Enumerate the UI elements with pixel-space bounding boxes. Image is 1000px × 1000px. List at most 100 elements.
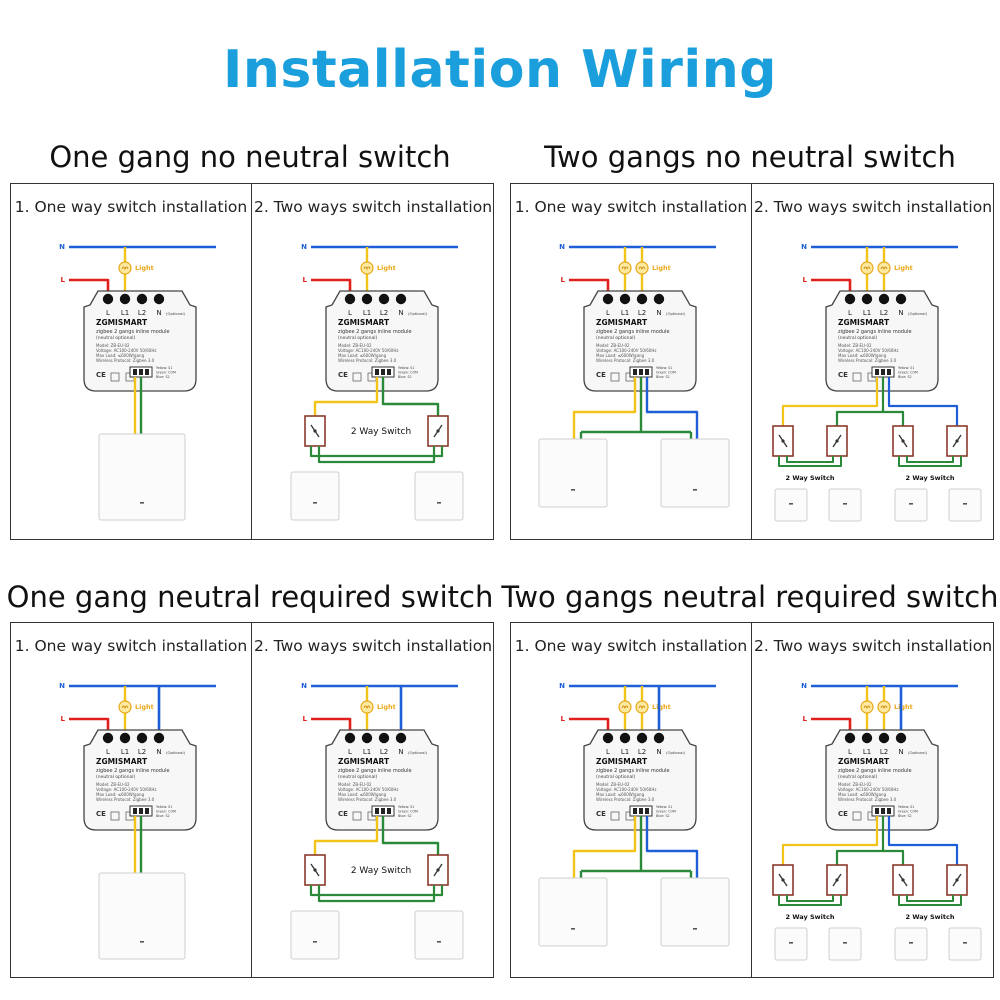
brand-logo: ZGMISMART [96, 757, 148, 766]
spec-load: Max Load: ≤600W/gang [96, 792, 145, 797]
switch-indicator [909, 503, 913, 505]
traveler-wire [778, 456, 842, 467]
recycle-icon [852, 372, 862, 382]
live-label: L [303, 715, 308, 723]
switch-pivot [955, 878, 959, 882]
terminal-label: L2 [138, 309, 146, 317]
connector-pin [645, 808, 649, 814]
connector-pin [133, 369, 137, 375]
switch-pivot [955, 439, 959, 443]
ce-mark: CE [838, 371, 848, 379]
terminal-label: N [156, 748, 161, 756]
recycle-icon [610, 811, 620, 821]
light-label: Light [652, 264, 671, 272]
wire-color-label: Green: COM [656, 810, 676, 814]
two-way-switch-label: 2 Way Switch [351, 427, 411, 437]
connector-pin [133, 808, 137, 814]
switch-pivot [436, 429, 440, 433]
optional-label: (Optional) [666, 750, 686, 755]
module-title: zigbee 2 gangs inline module [96, 329, 170, 335]
light-label: Light [135, 703, 154, 711]
connector-pin [145, 369, 149, 375]
traveler-wire [906, 456, 954, 463]
wire-color-label: Blue: S2 [656, 814, 670, 818]
blue-wire [887, 377, 959, 426]
terminal-label: L2 [380, 748, 388, 756]
section-title: One gang no neutral switch [49, 140, 451, 174]
module-subtitle: (neutral optional) [338, 774, 378, 780]
terminal-label: L [606, 309, 610, 317]
bulb-filament [363, 266, 371, 271]
switch-pivot [781, 878, 785, 882]
connector-pin [139, 369, 143, 375]
module-body [83, 290, 197, 392]
yellow-wire [572, 816, 637, 878]
brand-logo: ZGMISMART [838, 318, 890, 327]
wire-color-label: Yellow: S1 [656, 805, 672, 809]
wall-switch [290, 471, 340, 521]
terminal-screw [361, 732, 373, 744]
neutral-label: N [801, 243, 807, 251]
connector-pin [875, 808, 879, 814]
ce-mark: CE [96, 371, 106, 379]
light-label: Light [377, 264, 396, 272]
spec-protocol: Wireless Protocol: Zigbee 3.0 [596, 797, 655, 802]
green-wire [835, 816, 885, 865]
wire-color-label: Green: COM [656, 371, 676, 375]
wall-switch [948, 488, 982, 522]
terminal-screw [653, 293, 665, 305]
spec-model: Model: ZB-EU-02 [838, 343, 872, 348]
bulb-filament [121, 266, 129, 271]
switch-indicator [571, 489, 575, 491]
terminal-label: L2 [138, 748, 146, 756]
wall-switch [828, 927, 862, 961]
terminal-label: L1 [121, 748, 129, 756]
live-label: L [303, 276, 308, 284]
terminal-label: L [106, 309, 110, 317]
switch-pivot [781, 439, 785, 443]
two-way-switch-label: 2 Way Switch [351, 866, 411, 876]
optional-label: (Optional) [666, 311, 686, 316]
spec-protocol: Wireless Protocol: Zigbee 3.0 [838, 797, 897, 802]
light-label: Light [894, 264, 913, 272]
terminal-screw [378, 293, 390, 305]
terminal-screw [861, 732, 873, 744]
terminal-screw [895, 293, 907, 305]
terminal-screw [395, 293, 407, 305]
spec-voltage: Voltage: AC100-240V 50/60Hz [338, 348, 398, 353]
terminal-label: L2 [880, 748, 888, 756]
blue-wire [645, 816, 699, 878]
switch-indicator [963, 503, 967, 505]
panel-divider [251, 184, 252, 539]
terminal-screw [653, 732, 665, 744]
panel-divider [751, 184, 752, 539]
switch-pivot [313, 868, 317, 872]
spec-voltage: Voltage: AC100-240V 50/60Hz [96, 787, 156, 792]
terminal-screw [636, 293, 648, 305]
terminal-screw [602, 293, 614, 305]
two-way-switch-label: 2 Way Switch [786, 913, 835, 921]
module-subtitle: (neutral optional) [838, 335, 878, 341]
optional-label: (Optional) [908, 750, 928, 755]
wall-switch [894, 488, 928, 522]
terminal-label: L [106, 748, 110, 756]
two-way-switch-label: 2 Way Switch [906, 913, 955, 921]
recycle-icon [110, 811, 120, 821]
terminal-screw [136, 293, 148, 305]
spec-voltage: Voltage: AC100-240V 50/60Hz [96, 348, 156, 353]
terminal-label: N [656, 748, 661, 756]
traveler-wire [309, 446, 444, 458]
wire-color-label: Blue: S2 [898, 814, 912, 818]
terminal-label: N [398, 748, 403, 756]
light-label: Light [894, 703, 913, 711]
spec-voltage: Voltage: AC100-240V 50/60Hz [338, 787, 398, 792]
connector-pin [387, 369, 391, 375]
spec-model: Model: ZB-EU-02 [338, 343, 372, 348]
switch-indicator [789, 503, 793, 505]
